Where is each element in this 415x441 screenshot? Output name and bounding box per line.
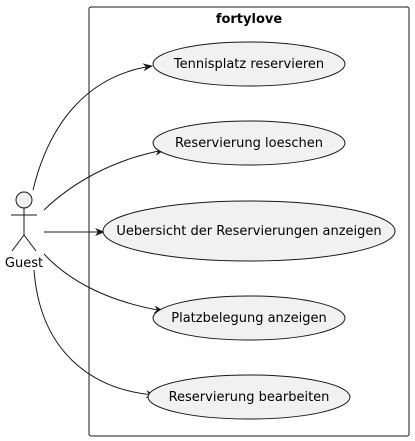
use-case-platzbelegung-anzeigen[interactable]: Platzbelegung anzeigen [152,295,346,341]
use-case-label: Reservierung bearbeiten [169,390,330,405]
use-case-label: Platzbelegung anzeigen [171,311,326,326]
use-case-ellipse [152,295,346,341]
use-case-ellipse [147,374,351,420]
use-case-ellipse [152,41,346,87]
actor-label: Guest [5,256,43,271]
actor-head [15,191,33,209]
association-tennisplatz-reservieren [32,63,153,191]
use-case-ellipse [152,120,346,166]
system-boundary [88,6,410,437]
use-case-reservierung-bearbeiten[interactable]: Reservierung bearbeiten [147,374,351,420]
association-reservierung-loeschen [43,147,165,211]
use-case-tennisplatz-reservieren[interactable]: Tennisplatz reservieren [152,41,346,87]
actor-right-leg [23,234,37,252]
system-title: fortylove [216,12,283,27]
use-case-reservierung-loeschen[interactable]: Reservierung loeschen [152,120,346,166]
use-case-label: Uebersicht der Reservierungen anzeigen [116,224,381,239]
use-case-ellipse [102,200,396,262]
actor-guest[interactable]: Guest [5,191,43,271]
use-case-label: Tennisplatz reservieren [173,57,324,72]
use-case-uebersicht-reservierungen[interactable]: Uebersicht der Reservierungen anzeigen [102,200,396,262]
use-case-label: Reservierung loeschen [175,136,323,151]
association-reservierung-bearbeiten [33,269,156,399]
association-platzbelegung [43,253,164,314]
actor-left-leg [11,234,25,252]
